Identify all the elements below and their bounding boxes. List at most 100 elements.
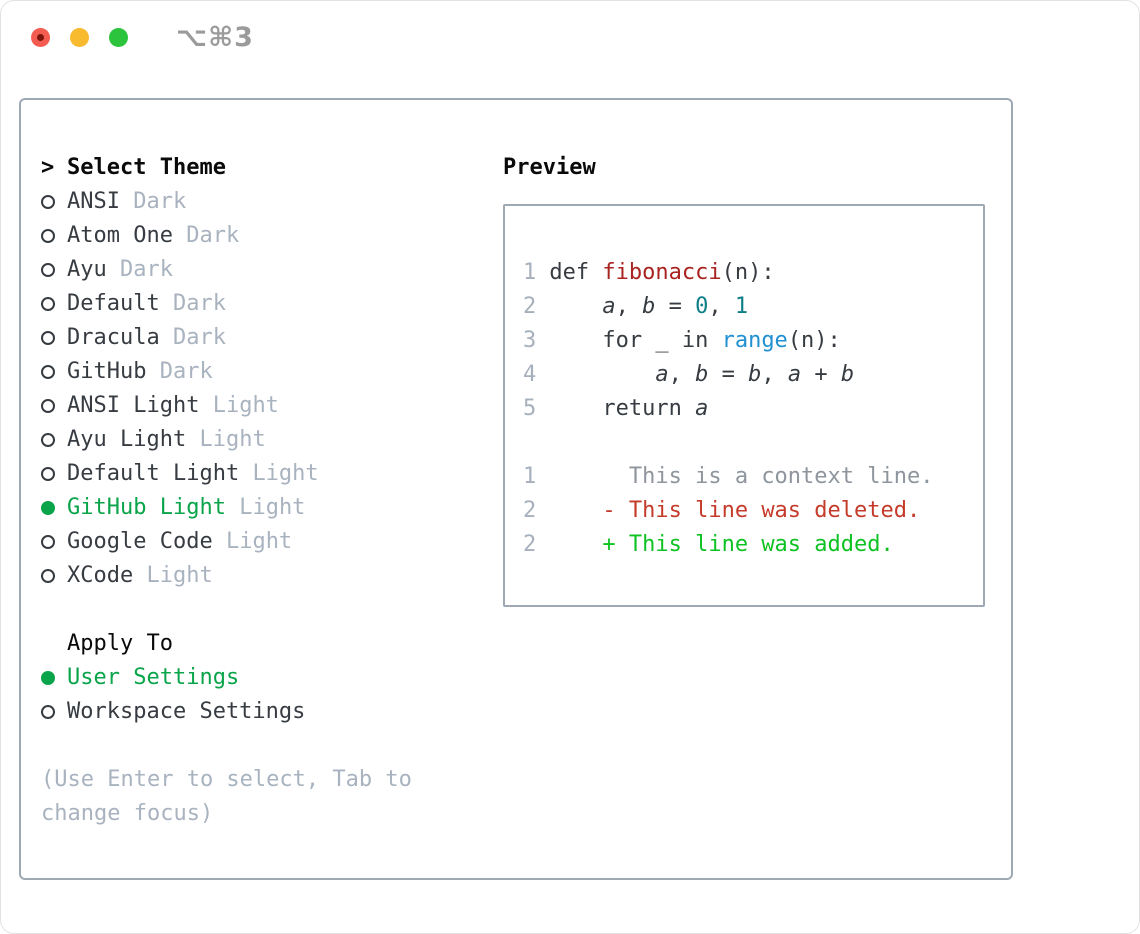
theme-picker-header: > Select Theme — [41, 151, 483, 185]
option-variant: Dark — [159, 359, 213, 384]
code-segment: for _ in — [549, 328, 722, 353]
label-gap — [213, 525, 226, 559]
theme-option-google-code[interactable]: Google Code Light — [41, 525, 483, 559]
apply-to-title: Apply To — [67, 631, 173, 656]
code-line: 1 This is a context line. — [523, 460, 969, 494]
option-label: ANSI Light — [67, 393, 200, 418]
radio-selected-icon — [41, 671, 67, 685]
label-gap — [173, 219, 186, 253]
code-segment: This is a context line. — [549, 464, 934, 489]
radio-icon — [41, 263, 67, 277]
code-segment — [549, 358, 655, 392]
code-segment: a — [787, 362, 802, 387]
option-variant: Light — [146, 563, 213, 588]
spacer — [41, 593, 483, 627]
zoom-button[interactable] — [109, 27, 128, 47]
code-segment: 1 — [734, 294, 749, 319]
radio-icon — [41, 433, 67, 447]
label-gap — [199, 389, 212, 423]
theme-option-atom-one[interactable]: Atom One Dark — [41, 219, 483, 253]
code-segment: + This line was added. — [549, 532, 894, 557]
code-segment: fibonacci — [602, 260, 722, 285]
radio-icon — [41, 705, 67, 719]
option-label: Default — [67, 291, 160, 316]
window-title: ⌥⌘3 — [176, 21, 254, 53]
option-label: Atom One — [67, 223, 173, 248]
code-segment: , — [615, 294, 643, 319]
code-segment: 0 — [695, 294, 709, 319]
theme-option-github-light[interactable]: GitHub Light Light — [41, 491, 483, 525]
label-gap — [107, 253, 120, 287]
theme-option-ayu-light[interactable]: Ayu Light Light — [41, 423, 483, 457]
option-label: User Settings — [67, 665, 240, 690]
apply-option-workspace-settings[interactable]: Workspace Settings — [41, 695, 483, 729]
option-variant: Dark — [120, 257, 173, 282]
code-segment — [549, 290, 602, 324]
option-label: Google Code — [67, 529, 213, 554]
close-button[interactable] — [31, 27, 50, 47]
code-segment: + — [801, 362, 841, 387]
theme-option-github[interactable]: GitHub Dark — [41, 355, 483, 389]
code-segment: - This line was deleted. — [549, 498, 921, 523]
label-gap — [120, 185, 133, 219]
radio-icon — [41, 195, 67, 209]
title-bar: ⌥⌘3 — [1, 1, 1139, 73]
code-segment: b — [695, 362, 709, 387]
hint-text: (Use Enter to select, Tab to change focu… — [41, 767, 412, 826]
code-segment: b — [840, 362, 855, 387]
line-number: 1 — [523, 260, 537, 285]
apply-to-header: Apply To — [41, 627, 483, 661]
radio-icon — [41, 467, 67, 481]
theme-picker-title: Select Theme — [67, 155, 226, 180]
option-variant: Light — [199, 427, 266, 452]
code-segment: (n): — [787, 328, 841, 353]
line-number: 2 — [523, 294, 537, 319]
option-variant: Light — [252, 461, 319, 486]
apply-option-user-settings[interactable]: User Settings — [41, 661, 483, 695]
code-segment: a — [655, 362, 669, 387]
theme-option-default-light[interactable]: Default Light Light — [41, 457, 483, 491]
option-label: Dracula — [67, 325, 160, 350]
focus-arrow-icon: > — [41, 155, 55, 180]
code-segment: b — [748, 362, 762, 387]
code-segment: def — [549, 260, 603, 285]
theme-option-dracula[interactable]: Dracula Dark — [41, 321, 483, 355]
label-gap — [226, 491, 239, 525]
theme-option-default[interactable]: Default Dark — [41, 287, 483, 321]
radio-icon — [41, 535, 67, 549]
code-line: 3 for _ in range(n): — [523, 324, 969, 358]
code-line: 2 + This line was added. — [523, 528, 969, 562]
line-number: 2 — [523, 498, 537, 523]
label-gap — [239, 457, 252, 491]
theme-option-ansi-light[interactable]: ANSI Light Light — [41, 389, 483, 423]
code-line — [523, 426, 969, 460]
radio-icon — [41, 297, 67, 311]
code-segment: , — [708, 294, 735, 319]
radio-icon — [41, 331, 67, 345]
option-label: Ayu — [67, 257, 107, 282]
minimize-button[interactable] — [70, 27, 89, 47]
code-segment: a — [602, 294, 616, 319]
code-line: 2 - This line was deleted. — [523, 494, 969, 528]
code-segment: b — [642, 294, 656, 319]
option-variant: Dark — [186, 223, 240, 248]
line-number: 5 — [523, 396, 537, 421]
option-label: GitHub Light — [67, 495, 226, 520]
option-variant: Dark — [133, 189, 187, 214]
line-number — [523, 426, 549, 460]
theme-option-xcode[interactable]: XCode Light — [41, 559, 483, 593]
option-variant: Dark — [172, 325, 226, 350]
theme-option-ayu[interactable]: Ayu Dark — [41, 253, 483, 287]
line-number: 2 — [523, 532, 537, 557]
option-label: Default Light — [67, 461, 240, 486]
theme-option-ansi[interactable]: ANSI Dark — [41, 185, 483, 219]
option-variant: Light — [212, 393, 279, 418]
option-label: XCode — [67, 563, 134, 588]
